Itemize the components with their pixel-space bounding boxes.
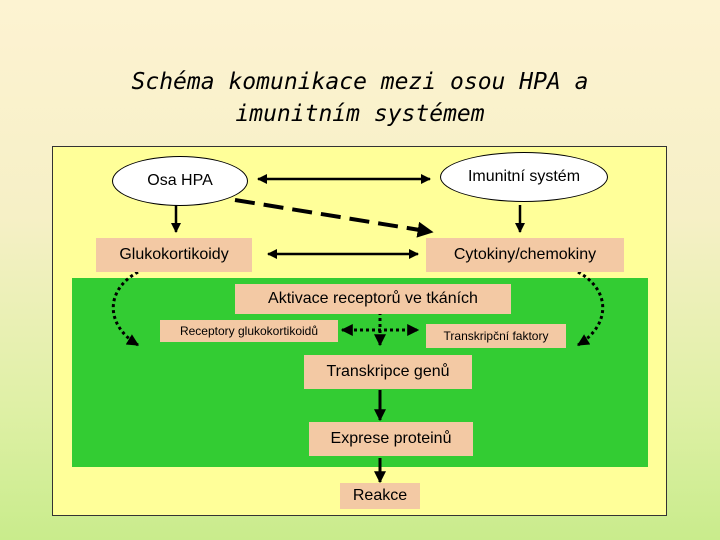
node-osa-hpa: Osa HPA (112, 156, 248, 206)
node-faktory-label: Transkripční faktory (443, 329, 549, 343)
node-transkripce-label: Transkripce genů (326, 363, 450, 380)
title-line-1: Schéma komunikace mezi osou HPA a (131, 69, 589, 95)
node-glukokortikoidy: Glukokortikoidy (96, 238, 252, 272)
arrow-dashed-hpa-cytokiny (234, 198, 434, 238)
node-osa-hpa-label: Osa HPA (147, 172, 213, 189)
node-imunitni-system: Imunitní systém (440, 152, 608, 202)
node-cytokiny-label: Cytokiny/chemokiny (453, 246, 597, 263)
node-transkripcni-faktory: Transkripční faktory (426, 324, 566, 348)
node-exprese-label: Exprese proteinů (330, 430, 452, 447)
page-title: Schéma komunikace mezi osou HPA a imunit… (0, 66, 720, 130)
node-aktivace: Aktivace receptorů ve tkáních (235, 284, 511, 314)
node-cytokiny: Cytokiny/chemokiny (426, 238, 624, 272)
node-reakce: Reakce (340, 483, 420, 509)
node-receptory-label: Receptory glukokortikoidů (179, 324, 319, 338)
node-glukokortikoidy-label: Glukokortikoidy (119, 246, 229, 263)
node-imunitni-system-label: Imunitní systém (467, 168, 581, 185)
title-line-2: imunitním systémem (235, 101, 485, 127)
node-reakce-label: Reakce (352, 487, 408, 504)
curved-arrow-left (111, 270, 140, 347)
node-exprese-proteinu: Exprese proteinů (309, 422, 473, 456)
node-transkripce-genu: Transkripce genů (304, 355, 472, 389)
node-aktivace-label: Aktivace receptorů ve tkáních (268, 290, 478, 307)
curved-arrow-right (576, 270, 605, 347)
node-receptory-glukokortikoidu: Receptory glukokortikoidů (160, 320, 338, 342)
